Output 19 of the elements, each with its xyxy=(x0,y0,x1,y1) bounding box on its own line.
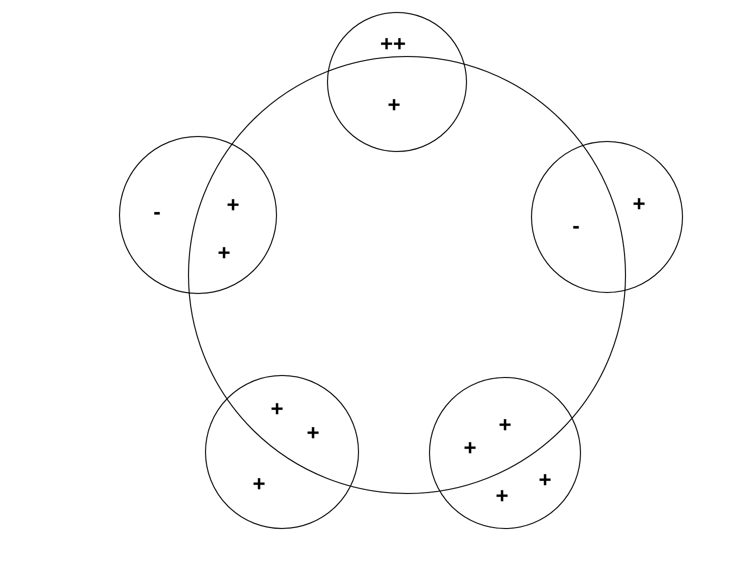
sign-mark: + xyxy=(496,485,508,507)
circle xyxy=(429,377,581,529)
sign-mark: + xyxy=(538,469,552,491)
sign-mark: + xyxy=(388,94,400,116)
sign-mark: + xyxy=(498,414,512,436)
circle xyxy=(205,375,359,529)
circle xyxy=(531,141,683,293)
sign-mark: + xyxy=(226,194,240,216)
circle xyxy=(119,136,277,294)
circle xyxy=(327,12,467,152)
sign-mark: - xyxy=(153,201,161,223)
sign-mark: + xyxy=(306,422,320,444)
sign-mark: + xyxy=(632,193,646,215)
sign-mark: ++ xyxy=(380,33,406,55)
sign-mark: + xyxy=(252,473,266,495)
sign-mark: + xyxy=(218,242,230,264)
sign-mark: - xyxy=(572,215,580,237)
sign-mark: + xyxy=(270,398,284,420)
sign-mark: + xyxy=(464,437,476,459)
